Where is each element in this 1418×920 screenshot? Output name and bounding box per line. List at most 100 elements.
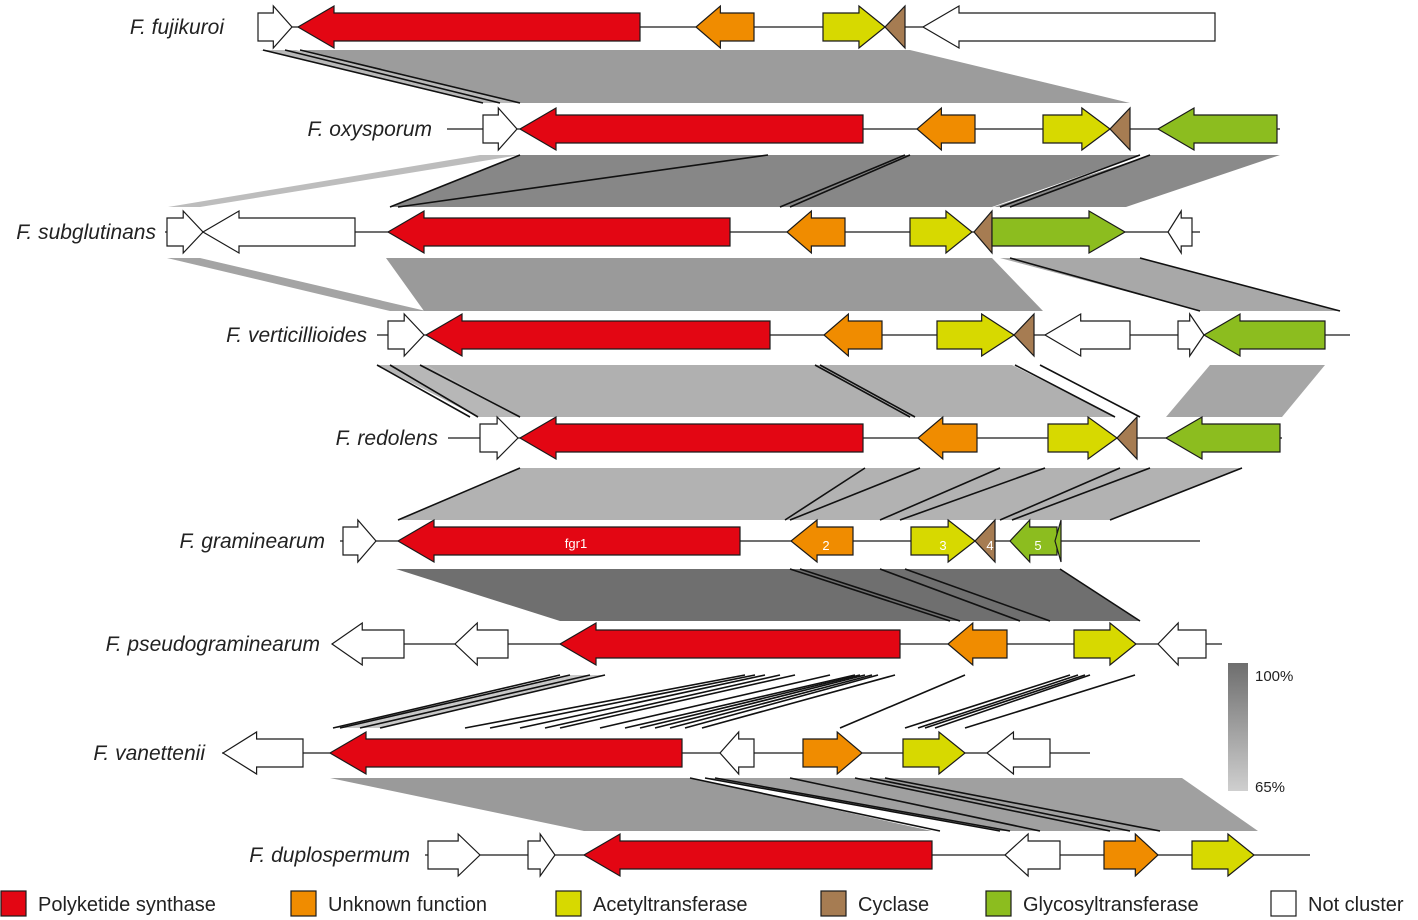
alignment-line: [1139, 257, 1341, 312]
gene-number-label: 2: [822, 538, 829, 553]
alignment-line: [904, 674, 1071, 729]
polyketide-synthase-gene: [558, 621, 901, 667]
alignment-line: [999, 467, 1121, 521]
alignment-line: [262, 49, 484, 104]
alignment-line: [389, 364, 479, 418]
acetyltransferase-gene: [822, 4, 886, 50]
acetyltransferase-gene: [902, 730, 966, 776]
non-cluster-gene: [719, 730, 755, 776]
legend-swatch: [820, 890, 847, 917]
alignment-line: [339, 674, 571, 729]
glycosyltransferase-gene: [991, 209, 1127, 255]
cyclase-gene: [1013, 312, 1035, 358]
alignment-line: [784, 467, 866, 521]
legend-swatch: [555, 890, 582, 917]
non-cluster-gene: [479, 415, 519, 461]
alignment-line: [397, 154, 769, 208]
polyketide-synthase-gene: [518, 106, 864, 152]
polyketide-synthase-gene: [296, 4, 641, 50]
glycosyltransferase-gene: [1009, 518, 1058, 564]
unknown-function-gene: [1103, 832, 1159, 878]
non-cluster-gene: [427, 832, 481, 878]
alignment-line: [839, 674, 966, 729]
alignment-line: [1009, 257, 1201, 312]
unknown-function-gene: [917, 415, 978, 461]
polyketide-synthase-gene: [582, 832, 933, 878]
scale-max-label: 100%: [1255, 668, 1293, 685]
non-cluster-gene: [1043, 312, 1131, 358]
legend-swatch: [0, 890, 27, 917]
alignment-line: [799, 568, 961, 622]
unknown-function-gene: [790, 518, 854, 564]
homology-band: [168, 155, 520, 207]
non-cluster-gene: [1177, 312, 1205, 358]
legend-label: Cyclase: [858, 894, 929, 916]
alignment-line: [669, 674, 873, 729]
species-label: F. vanettenii: [93, 742, 206, 765]
homology-band: [398, 468, 1242, 520]
unknown-function-gene: [916, 106, 976, 152]
homology-band: [994, 155, 1280, 207]
homology-band: [426, 365, 1115, 417]
alignment-line: [419, 364, 521, 418]
polyketide-synthase-gene: [518, 415, 864, 461]
legend-label: Unknown function: [328, 894, 487, 916]
non-cluster-gene: [387, 312, 425, 358]
polyketide-synthase-gene: [328, 730, 683, 776]
homology-band: [1000, 258, 1340, 311]
cyclase-gene: [974, 518, 996, 564]
alignment-line: [1009, 154, 1151, 208]
alignment-line: [376, 364, 471, 418]
alignment-line: [869, 777, 1131, 832]
cyclase-gene: [884, 4, 906, 50]
alignment-line: [284, 49, 501, 104]
unknown-function-gene: [823, 312, 883, 358]
species-label: F. oxysporum: [308, 118, 433, 141]
alignment-line: [884, 777, 1161, 832]
alignment-line: [701, 674, 896, 729]
acetyltransferase-gene: [909, 209, 973, 255]
alignment-line: [559, 674, 796, 729]
acetyltransferase-gene: [936, 312, 1016, 358]
alignment-line: [904, 568, 1051, 622]
legend-swatch: [1270, 890, 1297, 917]
legend-swatch: [985, 890, 1012, 917]
unknown-function-gene: [786, 209, 846, 255]
alignment-line: [1059, 568, 1141, 622]
cyclase-gene: [1109, 106, 1131, 152]
glycosyltransferase-gene: [1156, 106, 1278, 152]
legend-label: Glycosyltransferase: [1023, 894, 1199, 916]
non-cluster-gene: [527, 832, 556, 878]
polyketide-synthase-gene: [424, 312, 771, 358]
homology-band: [260, 50, 518, 103]
legend-label: Not cluster: [1308, 894, 1404, 916]
acetyltransferase-gene: [1073, 621, 1137, 667]
legend-label: Polyketide synthase: [38, 894, 216, 916]
alignment-line: [639, 674, 861, 729]
non-cluster-gene: [921, 4, 1216, 50]
alignment-line: [544, 674, 781, 729]
non-cluster-gene: [257, 4, 293, 50]
homology-band: [386, 258, 1043, 311]
non-cluster-gene: [454, 621, 509, 667]
alignment-line: [389, 154, 521, 208]
alignment-line: [1039, 364, 1141, 418]
alignment-line: [489, 674, 756, 729]
alignment-line: [899, 467, 1046, 521]
acetyltransferase-gene: [1191, 832, 1255, 878]
alignment-line: [654, 674, 866, 729]
alignment-line: [519, 674, 766, 729]
alignment-line: [789, 467, 921, 521]
alignment-line: [684, 674, 879, 729]
homology-band: [330, 778, 932, 831]
non-cluster-gene: [201, 209, 356, 255]
species-label: F. redolens: [336, 427, 439, 450]
species-label: F. fujikuroi: [130, 16, 225, 39]
homology-band: [167, 258, 426, 311]
alignment-line: [1014, 364, 1116, 418]
alignment-line: [819, 364, 916, 418]
unknown-function-gene: [802, 730, 863, 776]
cyclase-gene: [973, 209, 993, 255]
alignment-line: [1011, 467, 1151, 521]
non-cluster-gene: [1167, 208, 1193, 256]
